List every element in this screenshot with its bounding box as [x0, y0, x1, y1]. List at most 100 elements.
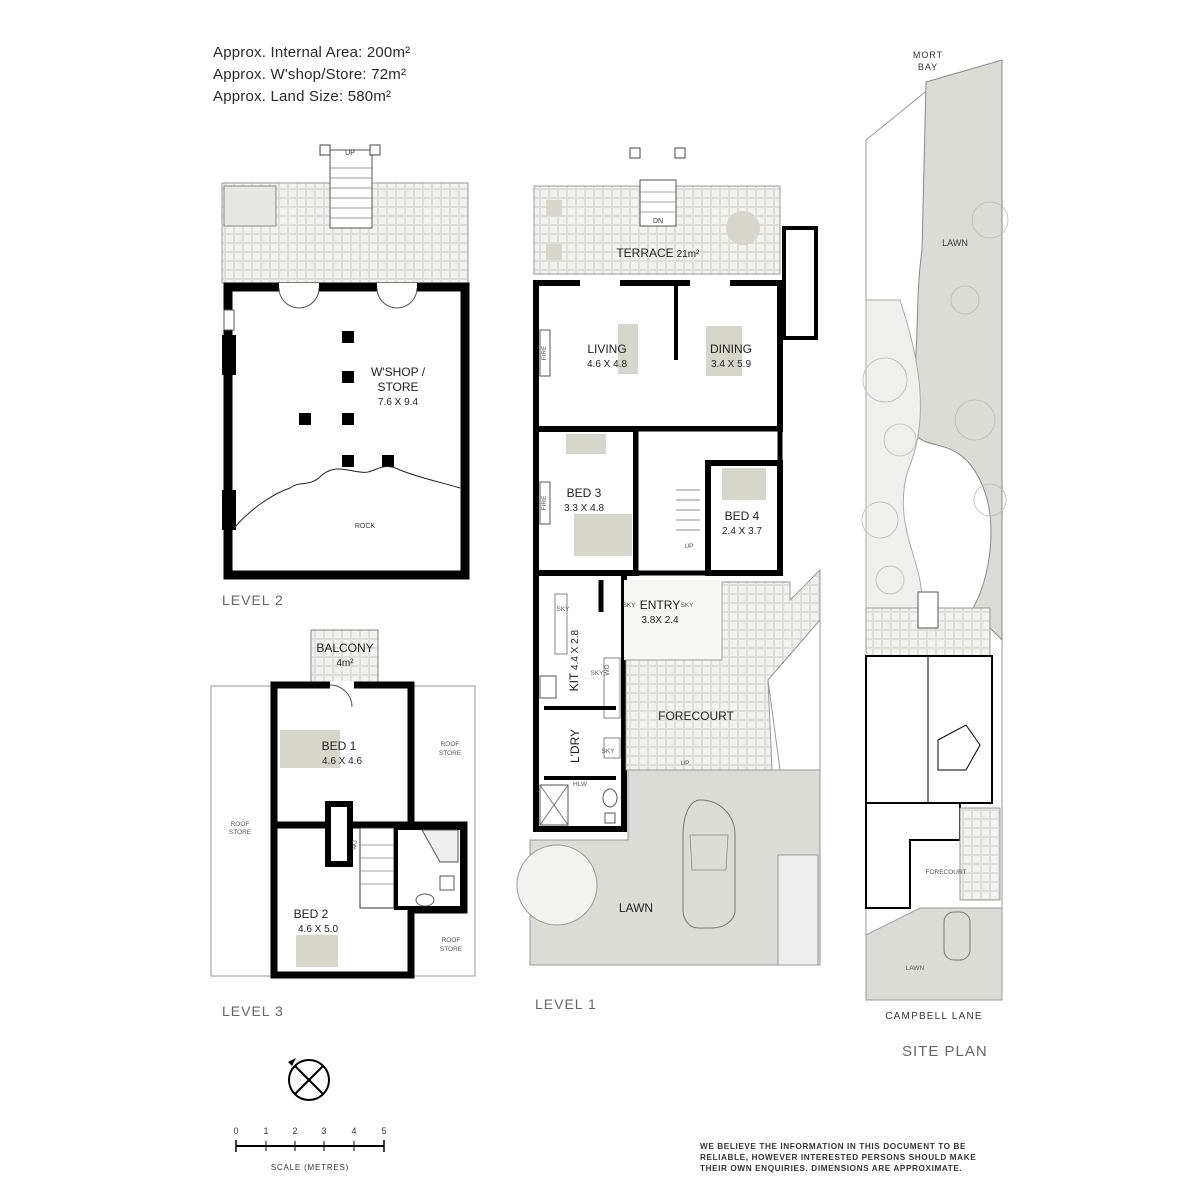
scale-tick-3: 3: [321, 1126, 326, 1136]
level-2-label: LEVEL 2: [222, 592, 284, 608]
kitchen-dims: 4.4 X 2.8: [570, 630, 581, 670]
roof-store-right-1: ROOF: [441, 741, 460, 748]
site-garden-left: [865, 299, 922, 641]
rock-label: ROCK: [355, 523, 376, 530]
terrace-area-label: 21m²: [677, 249, 700, 260]
disclaimer: WE BELIEVE THE INFORMATION IN THIS DOCUM…: [700, 1142, 977, 1173]
living-dining-walls: [533, 280, 783, 432]
site-lawn-small-label: LAWN: [906, 965, 925, 972]
level-1-plan: DN TERRACE 21m² FIRE LIVING 4.6 X 4.8 DI…: [516, 147, 821, 966]
kitchen-wo-label: WO: [604, 664, 611, 675]
level-2-stair: [329, 149, 373, 229]
site-plan-label: SITE PLAN: [902, 1043, 988, 1060]
scale-tick-0: 0: [233, 1126, 238, 1136]
campbell-lane-label: CAMPBELL LANE: [885, 1011, 983, 1022]
bed4-label: BED 4: [725, 509, 760, 523]
site-car: [943, 911, 971, 961]
level-1-label: LEVEL 1: [535, 996, 597, 1012]
scale-tick-2: 2: [292, 1126, 297, 1136]
workshop-walls: [223, 282, 470, 580]
scale-tick-4: 4: [351, 1126, 356, 1136]
entry-sky-right: SKY: [680, 602, 694, 609]
rock-outline: [233, 466, 461, 529]
dining-dims: 3.4 X 5.9: [711, 359, 751, 370]
laundry-hlw-label: HLW: [573, 781, 588, 788]
entry-dims: 3.8X 2.4: [641, 615, 679, 626]
site-lawn-label: LAWN: [942, 238, 968, 248]
scale-caption: SCALE (METRES): [271, 1163, 349, 1172]
level-1-stair-down: [639, 179, 677, 227]
bed4-dims: 2.4 X 3.7: [722, 526, 762, 537]
roof-store-right-2: STORE: [439, 750, 462, 757]
site-plan: MORT BAY LAWN FORECOURT LAWN CAMPBELL LA…: [861, 50, 1009, 1022]
forecourt-up-label: UP: [680, 760, 689, 767]
car-outline: [682, 799, 736, 929]
level-3-label: LEVEL 3: [222, 1003, 284, 1019]
level-1-lawn-label: LAWN: [619, 901, 653, 915]
site-house-roof: [865, 655, 993, 804]
site-house-rear: [865, 802, 961, 909]
forecourt-label: FORECOURT: [658, 709, 734, 723]
site-trees: [861, 201, 1009, 595]
site-mort-label: MORT: [913, 50, 943, 60]
bed1-dims: 4.6 X 4.6: [322, 756, 362, 767]
internal-area-text: Approx. Internal Area: 200m²: [213, 44, 411, 61]
hall-stair: [676, 489, 700, 531]
balcony-area: [310, 629, 379, 686]
balcony-label: BALCONY: [316, 641, 373, 655]
roof-store-left-1: ROOF: [231, 821, 250, 828]
level-2-planter: [223, 185, 277, 227]
area-summary: Approx. Internal Area: 200m² Approx. W's…: [213, 42, 410, 108]
kitchen-label: KIT: [567, 672, 581, 691]
workshop-dims: 7.6 X 9.4: [378, 397, 418, 408]
dining-label: DINING: [710, 342, 752, 356]
terrace-label: TERRACE: [616, 246, 673, 260]
balcony-area-label: 4m²: [336, 658, 354, 669]
entry-label: ENTRY: [640, 598, 680, 612]
living-label: LIVING: [587, 342, 626, 356]
roof-store-lower-2: STORE: [440, 946, 463, 953]
terrace-wc: [782, 226, 818, 340]
workshop-name-1: W'SHOP /: [371, 365, 426, 379]
workshop-columns: [299, 331, 394, 467]
kitchen-sky-label: SKY: [556, 606, 570, 613]
bed2-bed: [296, 935, 338, 967]
laundry-sky: SKY: [601, 748, 615, 755]
entry-area: [624, 580, 720, 660]
bed3-fire-label: FIRE: [541, 495, 548, 510]
scale-bar: 0 1 2 3 4 5 SCALE (METRES): [233, 1126, 386, 1172]
living-fireplace: [539, 329, 551, 377]
level-3-stair: [359, 827, 395, 909]
scale-tick-1: 1: [263, 1126, 268, 1136]
site-lawn-upper: [910, 59, 1003, 642]
bed1-label: BED 1: [322, 739, 357, 753]
level-2-up-label: UP: [345, 150, 355, 157]
bed3-label: BED 3: [567, 486, 602, 500]
site-bay-label: BAY: [918, 62, 938, 72]
bed2-label: BED 2: [294, 907, 329, 921]
terrace-table: [726, 211, 760, 245]
living-fire-label: FIRE: [541, 345, 548, 360]
level-1-lawn: [529, 769, 821, 966]
roof-store-left-2: STORE: [229, 829, 252, 836]
bed1-bed: [280, 730, 340, 768]
site-forecourt-label: FORECOURT: [925, 869, 966, 876]
kitchen-sky-2: SKY: [590, 670, 604, 677]
bed2-dims: 4.6 X 5.0: [298, 924, 338, 935]
laundry-label: L'DRY: [568, 729, 582, 763]
north-compass-icon: [288, 1058, 330, 1101]
bed3-dims: 3.3 X 4.8: [564, 503, 604, 514]
living-dims: 4.6 X 4.8: [587, 359, 627, 370]
workshop-area-text: Approx. W'shop/Store: 72m²: [213, 66, 407, 83]
level-3-dn-label: DN: [350, 840, 357, 850]
land-size-text: Approx. Land Size: 580m²: [213, 88, 392, 105]
level-3-plan: BALCONY 4m² DN BED 1 4.6 X 4.6 BED 2 4.6…: [210, 629, 476, 979]
terrace-dn-label: DN: [653, 218, 663, 225]
roof-store-lower-1: ROOF: [442, 937, 461, 944]
level-2-plan: UP W'SHOP / STORE 7.6 X 9.4 ROCK: [221, 144, 470, 580]
scale-tick-5: 5: [381, 1126, 386, 1136]
entry-sky-left: SKY: [622, 602, 636, 609]
hall-up-label: UP: [684, 543, 693, 550]
workshop-name-2: STORE: [377, 380, 418, 394]
